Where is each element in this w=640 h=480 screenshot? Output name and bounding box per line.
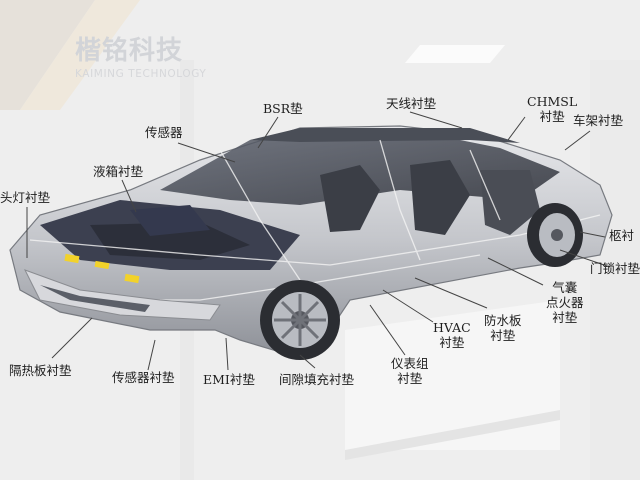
rear-wheel [527, 203, 583, 267]
label-text: 衬垫 [490, 328, 516, 343]
label-frame-pad: 车架衬垫 [573, 113, 623, 128]
label-text: 液箱衬垫 [93, 164, 144, 179]
label-text: 车架衬垫 [573, 113, 624, 128]
label-text: CHMSL [527, 94, 578, 109]
label-waterproof-panel-pad: 防水板衬垫 [484, 313, 522, 343]
label-text: EMI衬垫 [203, 372, 255, 387]
company-watermark: 楷铭科技 KAIMING TECHNOLOGY [75, 37, 206, 80]
label-heat-shield-pad: 隔热板衬垫 [9, 363, 72, 378]
label-instrument-cluster-pad: 仪表组衬垫 [391, 356, 429, 386]
label-pillar-pad: 柩衬 [609, 228, 634, 243]
label-airbag-igniter-pad: 气囊点火器衬垫 [546, 280, 584, 325]
front-wheel [260, 280, 340, 360]
label-text: 隔热板衬垫 [9, 363, 72, 378]
label-text: 柩衬 [609, 228, 635, 243]
label-text: 衬垫 [397, 371, 423, 386]
label-text: 衬垫 [539, 109, 565, 124]
label-text: BSR垫 [263, 101, 303, 116]
label-text: 门锁衬垫 [590, 261, 640, 276]
label-text: 衬垫 [552, 310, 578, 325]
watermark-en: KAIMING TECHNOLOGY [75, 68, 207, 80]
label-text: 点火器 [546, 295, 584, 310]
label-bsr-pad: BSR垫 [263, 101, 303, 116]
label-text: 传感器 [145, 125, 183, 140]
leader-lines [26, 111, 611, 371]
label-text: 气囊 [552, 280, 578, 295]
label-text: HVAC [433, 320, 471, 335]
label-gap-filler-pad: 间隙填充衬垫 [279, 372, 354, 387]
label-text: 防水板 [484, 313, 522, 328]
label-emi-pad: EMI衬垫 [203, 372, 255, 387]
label-text: 仪表组 [391, 356, 429, 371]
label-sensor: 传感器 [145, 125, 183, 140]
label-text: 衬垫 [439, 335, 465, 350]
label-text: 天线衬垫 [386, 96, 437, 111]
label-sensor-pad: 传感器衬垫 [112, 370, 175, 385]
watermark-cn: 楷铭科技 [75, 36, 184, 66]
label-fluid-tank-pad: 液箱衬垫 [93, 164, 143, 179]
label-door-lock-pad: 门锁衬垫 [590, 261, 640, 276]
label-text: 间隙填充衬垫 [279, 372, 355, 387]
label-headlamp-pad: 头灯衬垫 [0, 190, 50, 205]
label-text: 头灯衬垫 [0, 190, 51, 205]
label-antenna-pad: 天线衬垫 [386, 96, 436, 111]
label-text: 传感器衬垫 [112, 370, 175, 385]
